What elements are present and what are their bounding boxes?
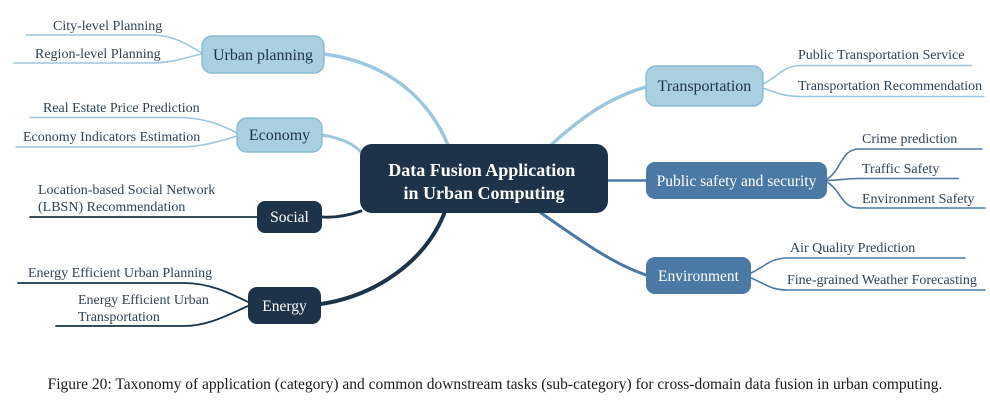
node-transportation: Transportation — [645, 65, 764, 107]
node-economy: Economy — [236, 117, 323, 153]
underline-energy-efficient-urban-transportation — [55, 305, 249, 327]
underline-environment-safety — [826, 181, 986, 209]
node-energy-box — [248, 287, 321, 324]
node-urban-planning-label: Urban planning — [213, 47, 313, 64]
node-center: Data Fusion Application in Urban Computi… — [360, 144, 608, 213]
sub-label-crime-prediction: Crime prediction — [862, 132, 957, 147]
underline-air-quality-prediction — [750, 257, 966, 274]
node-urban-planning: Urban planning — [201, 35, 325, 74]
sub-label-environment-safety: Environment Safety — [862, 192, 974, 207]
node-social-box — [257, 201, 322, 233]
node-public-safety: Public safety and security — [646, 162, 827, 199]
sub-label-traffic-safety: Traffic Safety — [862, 162, 939, 177]
connector-social — [320, 209, 363, 219]
node-center-box — [360, 144, 608, 213]
node-economy-box — [236, 117, 323, 153]
right-sub-lines — [750, 64, 986, 291]
underline-crime-prediction — [826, 148, 983, 180]
underline-real-estate-price-prediction — [29, 116, 238, 134]
node-energy: Energy — [248, 287, 321, 324]
node-social: Social — [257, 201, 322, 233]
underline-public-transportation-service — [762, 64, 973, 85]
underline-city-level-planning — [25, 34, 203, 54]
center-title-line-2: in Urban Computing — [403, 183, 564, 203]
node-environment: Environment — [646, 257, 751, 294]
sub-label-eeut-line-1: Energy Efficient Urban — [78, 293, 209, 308]
underline-region-level-planning — [13, 53, 203, 64]
connector-urban-planning — [322, 52, 450, 147]
figure-caption: Figure 20: Taxonomy of application (cate… — [48, 376, 943, 393]
sub-label-economy-indicators-estimation: Economy Indicators Estimation — [23, 130, 200, 145]
node-environment-label: Environment — [658, 268, 740, 285]
center-title-line-1: Data Fusion Application — [388, 160, 575, 180]
sub-label-lbsn-line-1: Location-based Social Network — [38, 183, 215, 198]
connector-energy — [319, 212, 446, 306]
sub-label-public-transportation-service: Public Transportation Service — [798, 48, 964, 63]
center-connectors — [319, 52, 648, 306]
node-environment-box — [646, 257, 751, 294]
sub-label-air-quality-prediction: Air Quality Prediction — [790, 241, 915, 256]
connector-transportation — [550, 85, 648, 146]
node-center-title: Data Fusion Application in Urban Computi… — [388, 160, 580, 203]
underline-transportation-recommendation — [762, 87, 985, 98]
sub-label-real-estate-price-prediction: Real Estate Price Prediction — [43, 101, 200, 116]
sub-label-region-level-planning: Region-level Planning — [35, 47, 161, 62]
underline-fine-grained-weather-forecasting — [750, 277, 986, 291]
node-social-label: Social — [270, 209, 309, 226]
sub-label-transportation-recommendation: Transportation Recommendation — [798, 79, 982, 94]
sub-label-fine-grained-weather-forecasting: Fine-grained Weather Forecasting — [787, 273, 977, 288]
sub-label-energy-efficient-urban-planning: Energy Efficient Urban Planning — [28, 266, 212, 281]
sub-label-city-level-planning: City-level Planning — [53, 19, 162, 34]
connector-environment — [539, 211, 648, 277]
sub-label-lbsn-recommendation: Location-based Social Network (LBSN) Rec… — [38, 183, 219, 215]
node-transportation-label: Transportation — [658, 78, 752, 95]
left-sub-labels: City-level Planning Region-level Plannin… — [23, 19, 219, 325]
right-sub-labels: Public Transportation Service Transporta… — [787, 48, 982, 288]
node-public-safety-box — [646, 162, 827, 199]
node-transportation-box — [645, 65, 764, 107]
underline-economy-indicators-estimation — [15, 135, 238, 148]
sub-label-lbsn-line-2: (LBSN) Recommendation — [38, 200, 185, 215]
node-urban-planning-box — [201, 35, 325, 74]
underline-traffic-safety — [826, 177, 959, 182]
sub-label-energy-efficient-urban-transportation: Energy Efficient Urban Transportation — [78, 293, 212, 325]
node-energy-label: Energy — [262, 298, 307, 315]
node-public-safety-label: Public safety and security — [657, 173, 817, 190]
left-sub-lines — [13, 34, 258, 327]
connector-economy — [320, 133, 364, 155]
node-economy-label: Economy — [249, 127, 310, 144]
sub-label-eeut-line-2: Transportation — [78, 310, 160, 325]
underline-energy-efficient-urban-planning — [17, 282, 249, 303]
